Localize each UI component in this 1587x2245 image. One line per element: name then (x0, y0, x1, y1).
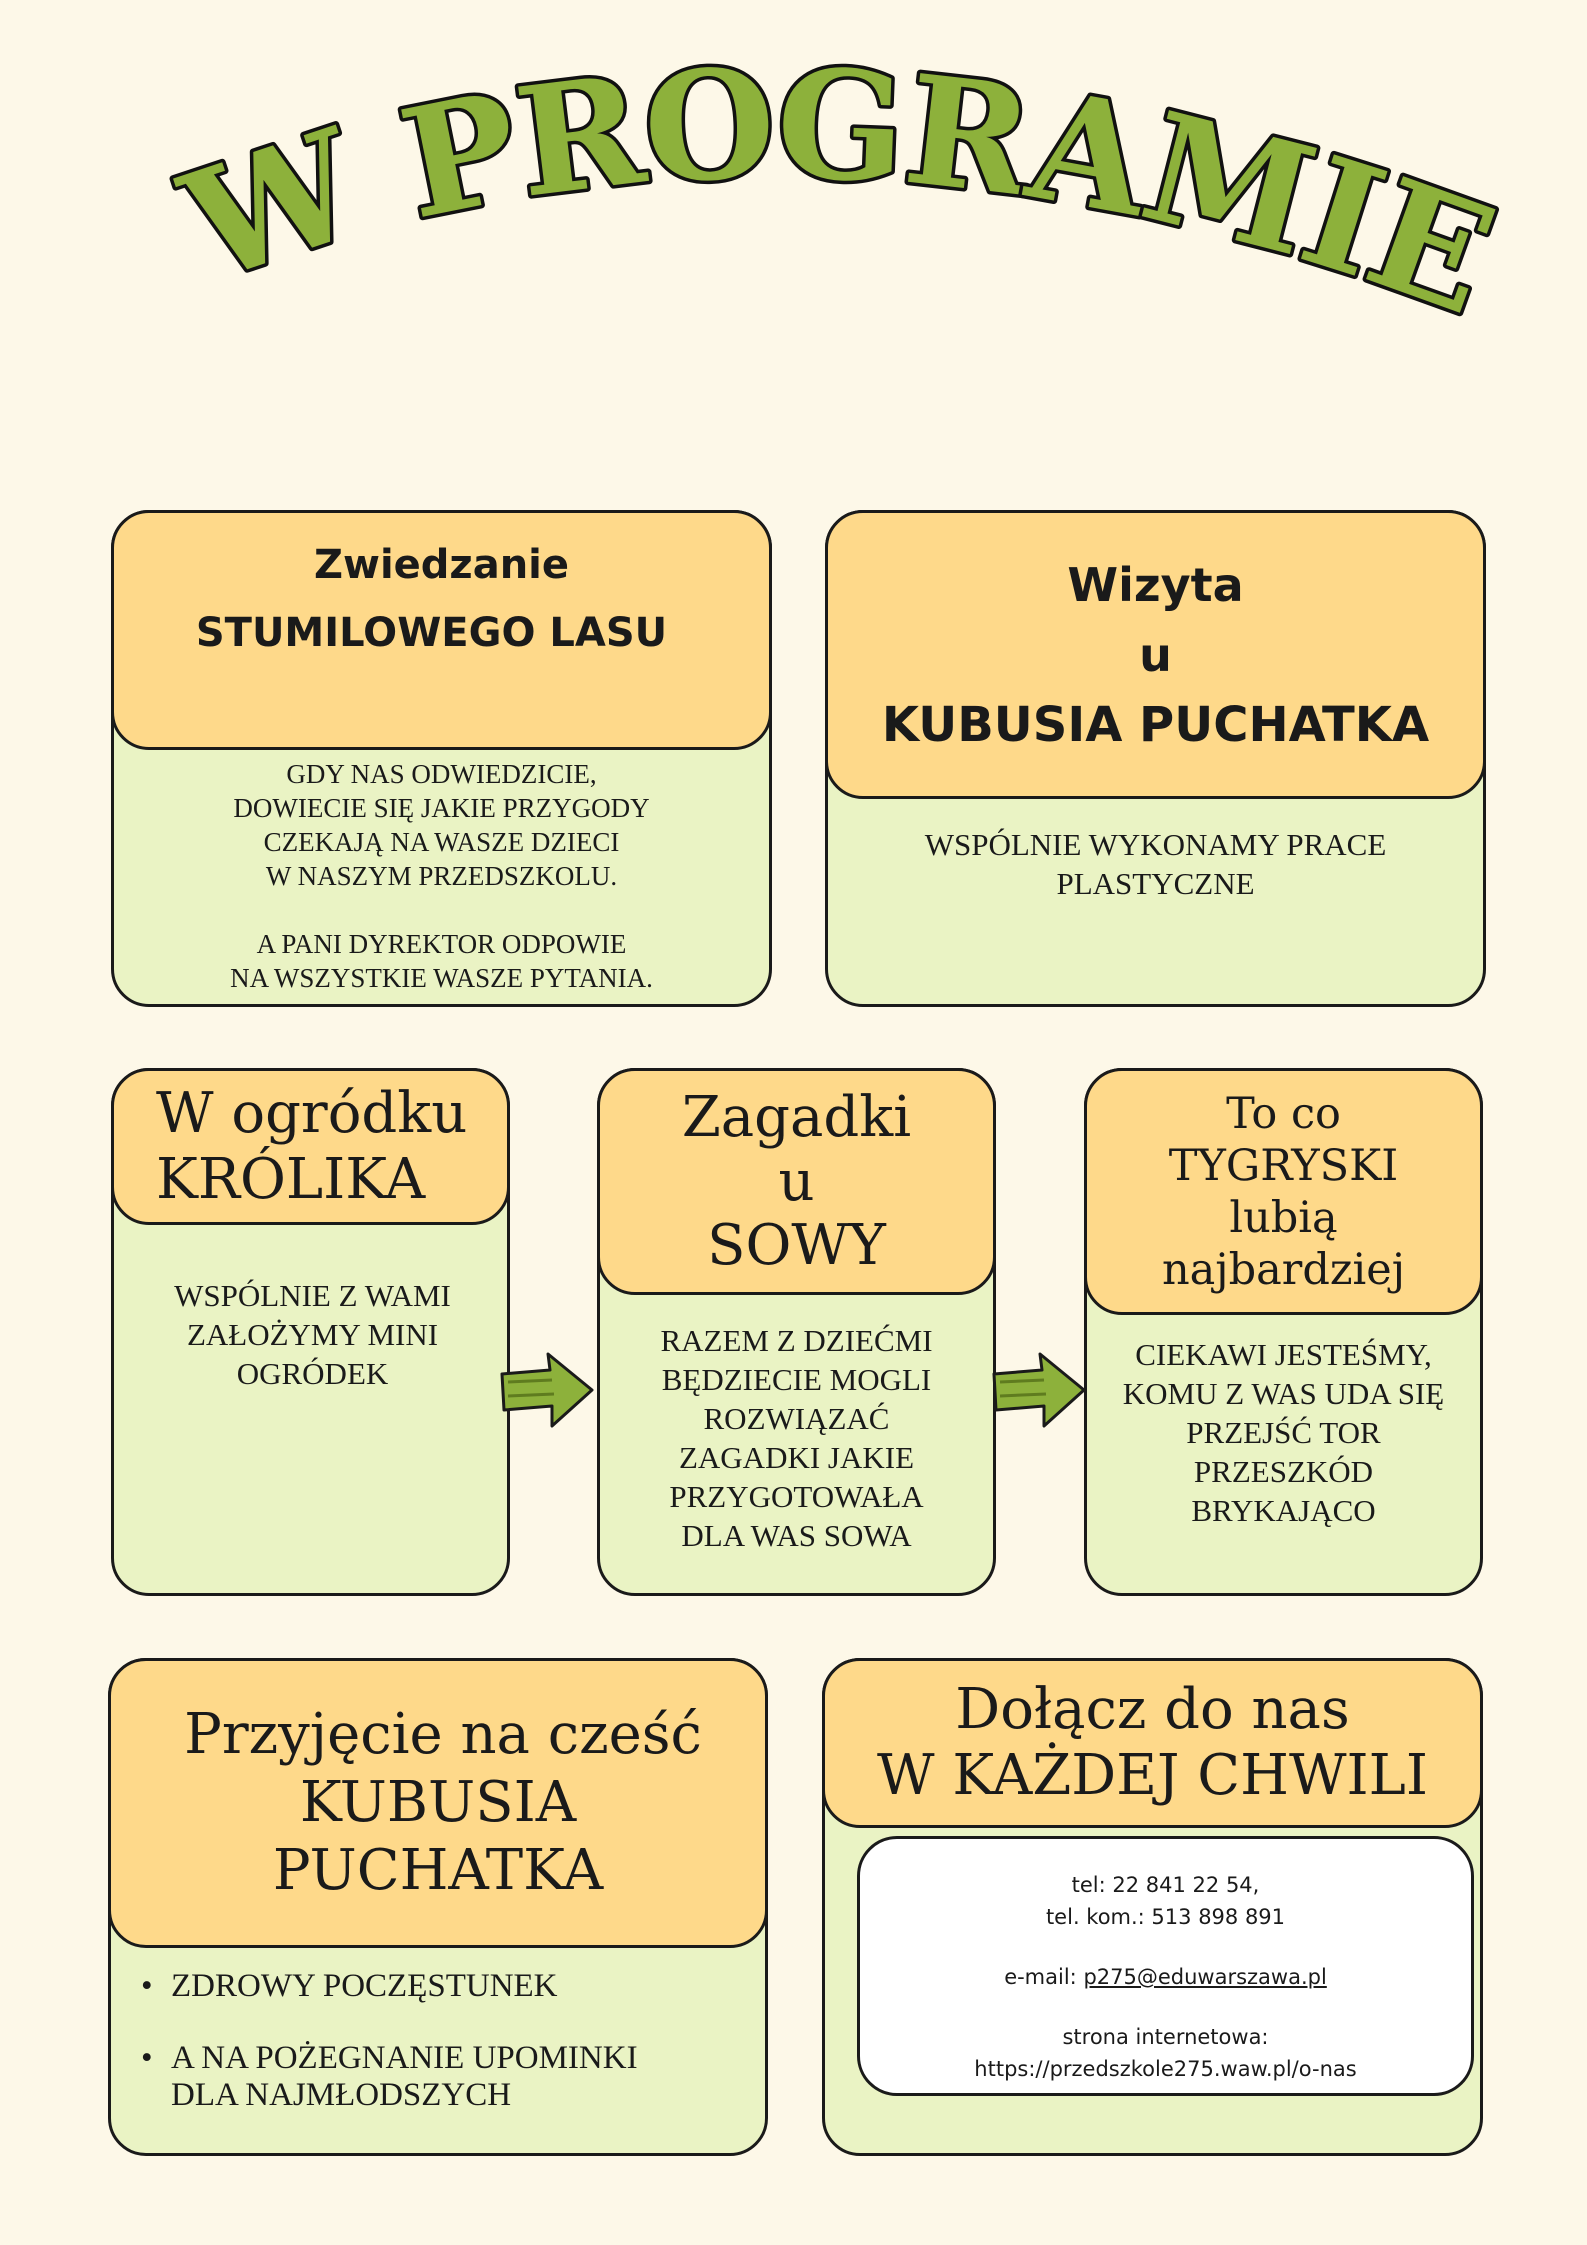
heading-line: TYGRYSKI (1168, 1140, 1399, 1191)
email-label: e-mail: (1004, 1965, 1084, 1989)
card-owl: Zagadki u SOWY RAZEM Z DZIEĆMI BĘDZIECIE… (597, 1068, 996, 1596)
card-tigger-heading: To co TYGRYSKI lubią najbardziej (1084, 1068, 1483, 1315)
body-line: KOMU Z WAS UDA SIĘ (1122, 1376, 1445, 1411)
body-line: ROZWIĄZAĆ (703, 1401, 890, 1436)
card-garden-body: WSPÓLNIE Z WAMI ZAŁOŻYMY MINI OGRÓDEK (118, 1276, 507, 1393)
body-line: ZAŁOŻYMY MINI (186, 1317, 439, 1352)
card-forest: Zwiedzanie STUMILOWEGO LASU GDY NAS ODWI… (111, 510, 772, 1007)
heading-line: Zagadki (681, 1084, 912, 1150)
heading-line: W ogródku (156, 1080, 468, 1146)
arrow-right-icon (992, 1352, 1086, 1428)
title-text: W PROGRAMIE (163, 36, 1513, 349)
contact-box: tel: 22 841 22 54, tel. kom.: 513 898 89… (857, 1836, 1474, 2096)
email-row: e-mail: p275@eduwarszawa.pl (860, 1961, 1471, 1993)
body-line: DOWIECIE SIĘ JAKIE PRZYGODY (233, 793, 650, 823)
body-line: PRZYGOTOWAŁA (669, 1479, 924, 1514)
card-forest-body: GDY NAS ODWIEDZICIE, DOWIECIE SIĘ JAKIE … (114, 757, 769, 995)
heading-line: lubią (1229, 1192, 1338, 1243)
body-line: ZAGADKI JAKIE (678, 1440, 915, 1475)
body-line: GDY NAS ODWIEDZICIE, (286, 759, 597, 789)
email-link[interactable]: p275@eduwarszawa.pl (1083, 1965, 1327, 1989)
heading-line: PUCHATKA (272, 1838, 604, 1903)
heading-line: KRÓLIKA (156, 1146, 426, 1212)
card-garden: W ogródku KRÓLIKA WSPÓLNIE Z WAMI ZAŁOŻY… (111, 1068, 510, 1596)
heading-line: u (778, 1148, 815, 1214)
mobile-text: tel. kom.: 513 898 891 (1045, 1905, 1286, 1929)
card-owl-heading: Zagadki u SOWY (597, 1068, 996, 1295)
body-line: BĘDZIECIE MOGLI (661, 1362, 932, 1397)
heading-line: Przyjęcie na cześć (184, 1702, 702, 1767)
heading-line: Dołącz do nas (955, 1677, 1350, 1742)
body-line: OGRÓDEK (236, 1356, 389, 1391)
body-line: PRZESZKÓD (1193, 1454, 1374, 1489)
heading-line: To co (1226, 1088, 1341, 1139)
card-garden-heading: W ogródku KRÓLIKA (111, 1068, 510, 1225)
card-join: Dołącz do nas W KAŻDEJ CHWILI tel: 22 84… (822, 1658, 1483, 2156)
body-line: RAZEM Z DZIEĆMI (660, 1323, 933, 1358)
body-line: CIEKAWI JESTEŚMY, (1135, 1337, 1432, 1372)
website-link[interactable]: https://przedszkole275.waw.pl/o-nas (974, 2057, 1357, 2081)
heading-line: W KAŻDEJ CHWILI (877, 1743, 1428, 1808)
heading-line: KUBUSIA (299, 1770, 577, 1835)
body-line: W NASZYM PRZEDSZKOLU. (265, 861, 618, 891)
website-label: strona internetowa: (1062, 2025, 1269, 2049)
list-item: ZDROWY POCZĘSTUNEK (141, 1968, 745, 2005)
arrow-right-icon (500, 1352, 594, 1428)
card-party: Przyjęcie na cześć KUBUSIA PUCHATKA ZDRO… (108, 1658, 768, 2156)
phone-text: tel: 22 841 22 54, (1071, 1873, 1260, 1897)
card-forest-heading: Zwiedzanie STUMILOWEGO LASU (111, 510, 772, 750)
card-tigger-body: CIEKAWI JESTEŚMY, KOMU Z WAS UDA SIĘ PRZ… (1081, 1335, 1486, 1530)
body-line: DLA WAS SOWA (681, 1518, 912, 1553)
body-line: PRZEJŚĆ TOR (1186, 1415, 1381, 1450)
card-visit-heading: Wizyta u KUBUSIA PUCHATKA (825, 510, 1486, 799)
body-line: WSPÓLNIE Z WAMI (174, 1278, 451, 1313)
heading-line: najbardziej (1161, 1244, 1406, 1295)
heading-line: Zwiedzanie (313, 542, 570, 588)
card-visit: Wizyta u KUBUSIA PUCHATKA WSPÓLNIE WYKON… (825, 510, 1486, 1007)
body-line: PLASTYCZNE (1056, 866, 1255, 901)
list-item-line: A NA POŻEGNANIE UPOMINKI (171, 2040, 638, 2076)
body-line: BRYKAJĄCO (1191, 1493, 1376, 1528)
card-owl-body: RAZEM Z DZIEĆMI BĘDZIECIE MOGLI ROZWIĄZA… (600, 1321, 993, 1555)
heading-line: u (1139, 627, 1172, 682)
body-line (114, 893, 769, 927)
list-item-line: DLA NAJMŁODSZYCH (171, 2077, 512, 2113)
card-join-heading: Dołącz do nas W KAŻDEJ CHWILI (822, 1658, 1483, 1828)
heading-line: STUMILOWEGO LASU (195, 610, 668, 656)
page-title: W PROGRAMIE (159, 32, 1518, 352)
party-list: ZDROWY POCZĘSTUNEK A NA POŻEGNANIE UPOMI… (141, 1968, 745, 2149)
heading-line: Wizyta (1067, 557, 1244, 612)
list-item: A NA POŻEGNANIE UPOMINKI DLA NAJMŁODSZYC… (141, 2040, 745, 2114)
card-tigger: To co TYGRYSKI lubią najbardziej CIEKAWI… (1084, 1068, 1483, 1596)
heading-line: KUBUSIA PUCHATKA (881, 696, 1430, 753)
body-line: A PANI DYREKTOR ODPOWIE (256, 929, 627, 959)
list-item-line: ZDROWY POCZĘSTUNEK (171, 1968, 558, 2004)
card-visit-body: WSPÓLNIE WYKONAMY PRACE PLASTYCZNE (828, 825, 1483, 903)
body-line: NA WSZYSTKIE WASZE PYTANIA. (230, 963, 653, 993)
card-party-heading: Przyjęcie na cześć KUBUSIA PUCHATKA (108, 1658, 768, 1948)
body-line: WSPÓLNIE WYKONAMY PRACE (924, 827, 1387, 862)
heading-line: SOWY (707, 1212, 886, 1278)
body-line: CZEKAJĄ NA WASZE DZIECI (263, 827, 620, 857)
